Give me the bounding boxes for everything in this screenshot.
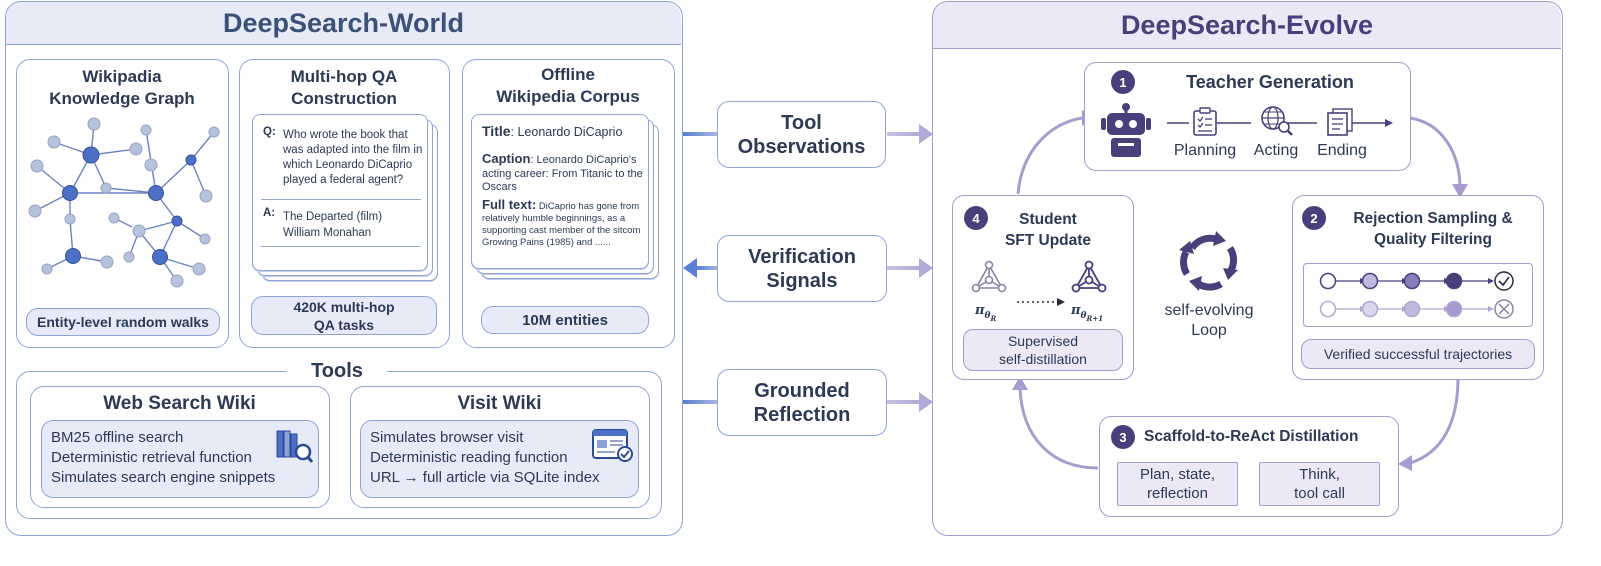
grounded-reflection-label: Grounded Reflection: [753, 379, 851, 426]
qa-divider: [261, 199, 421, 200]
visit-wiki-line-3: URL → full article via SQLite index: [370, 469, 600, 486]
connector-arrows: [683, 124, 933, 412]
kg-pill: Entity-level random walks: [26, 308, 220, 336]
corpus-caption-label: Caption: [482, 151, 531, 166]
loop-arrows: [1012, 110, 1468, 471]
scaffold-react-card: 3 Scaffold-to-ReAct Distillation Plan, s…: [1099, 416, 1399, 517]
qa-divider-2: [261, 246, 421, 247]
knowledge-graph-card: Wikipadia Knowledge Graph: [16, 59, 229, 348]
browser-check-icon: [592, 429, 633, 462]
qa-q-label: Q:: [263, 126, 276, 138]
evolve-header: DeepSearch-Evolve: [933, 2, 1561, 49]
trajectory-chains: [1319, 271, 1514, 319]
corpus-fulltext-value: DiCaprio has gone from relatively humble…: [482, 201, 641, 248]
corpus-title: Offline Wikipedia Corpus: [496, 65, 640, 106]
tool-observations-label: Tool Observations: [737, 111, 866, 158]
rejection-sampling-card: 2 Rejection Sampling & Quality Filtering: [1292, 195, 1544, 380]
teacher-step-planning: Planning: [1173, 142, 1237, 159]
policy-right-r: R+1: [1086, 313, 1104, 323]
scaffold-left-pill: Plan, state, reflection: [1117, 462, 1238, 506]
qa-answer: The Departed (film) William Monahan: [283, 211, 383, 239]
world-title: DeepSearch-World: [222, 7, 465, 38]
qa-question: Who wrote the book that was adapted into…: [283, 129, 423, 186]
policy-right-pi: π: [1071, 303, 1081, 318]
world-header: DeepSearch-World: [6, 2, 681, 45]
visit-wiki-line-2: Deterministic reading function: [370, 449, 568, 466]
web-search-line-2: Deterministic retrieval function: [51, 449, 252, 466]
recycle-loop-icon: [1179, 231, 1238, 291]
book-search-icon: [276, 430, 314, 463]
web-search-line-3: Simulates search engine snippets: [51, 469, 276, 486]
student-pill: Supervised self-distillation: [963, 329, 1123, 371]
knowledge-graph-icon: [28, 117, 220, 288]
visit-wiki-details: Simulates browser visit Deterministic re…: [360, 420, 639, 498]
corpus-fulltext-row: Full text: DiCaprio has gone from relati…: [482, 197, 647, 249]
scaffold-step-number: 3: [1111, 425, 1135, 449]
policy-left-r: R: [990, 313, 997, 323]
corpus-fulltext-label: Full text:: [482, 197, 537, 212]
policy-right-theta: θ: [1080, 310, 1087, 321]
teacher-title: Teacher Generation: [1186, 72, 1354, 92]
rejection-pill: Verified successful trajectories: [1301, 339, 1535, 369]
corpus-caption-value: : Leonardo DiCaprio's acting career: Fro…: [482, 154, 643, 193]
model-network-icon-left: [971, 260, 1007, 293]
visit-wiki-title: Visit Wiki: [457, 393, 542, 414]
corpus-caption-row: Caption: Leonardo DiCaprio's acting care…: [482, 152, 647, 195]
qa-title: Multi-hop QA Construction: [290, 67, 398, 108]
update-arrow: [1017, 298, 1065, 306]
scaffold-title: Scaffold-to-ReAct Distillation: [1144, 428, 1359, 445]
visit-wiki-card: Visit Wiki Simulates browser visit Deter…: [350, 386, 650, 508]
wikipedia-corpus-card: Offline Wikipedia Corpus Title: Leonardo…: [462, 59, 675, 348]
verification-signals-box: Verification Signals: [717, 235, 887, 302]
multihop-qa-card: Multi-hop QA Construction Q: Who wrote t…: [239, 59, 450, 348]
tools-title: Tools: [287, 360, 387, 383]
grounded-reflection-box: Grounded Reflection: [717, 369, 887, 436]
planning-clipboard-icon: [1193, 107, 1217, 136]
teacher-step-line: [1167, 119, 1393, 127]
corpus-title-value: : Leonardo DiCaprio: [510, 125, 623, 139]
qa-card-front: Q: Who wrote the book that was adapted i…: [252, 114, 428, 271]
policy-left-theta: θ: [984, 310, 991, 321]
corpus-title-row: Title: Leonardo DiCaprio: [482, 123, 644, 139]
web-search-line-1: BM25 offline search: [51, 429, 184, 446]
qa-a-label: A:: [263, 207, 276, 219]
student-title: Student SFT Update: [1004, 211, 1092, 249]
policy-label-right: πθR+1: [1071, 303, 1103, 322]
visit-wiki-line-1: Simulates browser visit: [370, 429, 524, 446]
student-step-number: 4: [964, 206, 988, 230]
web-search-details: BM25 offline search Deterministic retrie…: [41, 420, 319, 498]
rejection-title: Rejection Sampling & Quality Filtering: [1353, 210, 1513, 248]
acting-globe-search-icon: [1261, 106, 1293, 136]
teacher-generation-card: 1 Teacher Generation: [1084, 62, 1411, 171]
corpus-pill: 10M entities: [481, 306, 649, 334]
student-sft-card: 4 Student SFT Update πθR πθR+1 Supervise…: [952, 195, 1134, 380]
corpus-title-label: Title: [482, 123, 511, 139]
policy-label-left: πθR: [975, 303, 996, 322]
evolve-title: DeepSearch-Evolve: [1120, 9, 1374, 40]
policy-left-pi: π: [975, 303, 985, 318]
scaffold-right-pill: Think, tool call: [1259, 462, 1380, 506]
verification-signals-label: Verification Signals: [748, 245, 856, 292]
web-search-title: Web Search Wiki: [103, 393, 256, 414]
ending-document-icon: [1327, 108, 1353, 136]
model-network-icon-right: [1071, 260, 1107, 293]
tool-observations-box: Tool Observations: [717, 101, 886, 168]
corpus-card-front: Title: Leonardo DiCaprio Caption: Leonar…: [471, 114, 649, 269]
trajectory-box: [1303, 263, 1533, 327]
teacher-step-ending: Ending: [1317, 142, 1367, 159]
self-evolving-loop-label: self-evolving Loop: [1164, 302, 1254, 339]
teacher-step-number: 1: [1111, 70, 1135, 94]
rejection-step-number: 2: [1302, 206, 1326, 230]
qa-pill: 420K multi-hop QA tasks: [251, 296, 437, 335]
kg-title: Wikipadia Knowledge Graph: [49, 67, 195, 108]
teacher-step-acting: Acting: [1253, 142, 1299, 159]
robot-icon: [1101, 103, 1151, 157]
web-search-wiki-card: Web Search Wiki BM25 offline search Dete…: [30, 386, 330, 508]
